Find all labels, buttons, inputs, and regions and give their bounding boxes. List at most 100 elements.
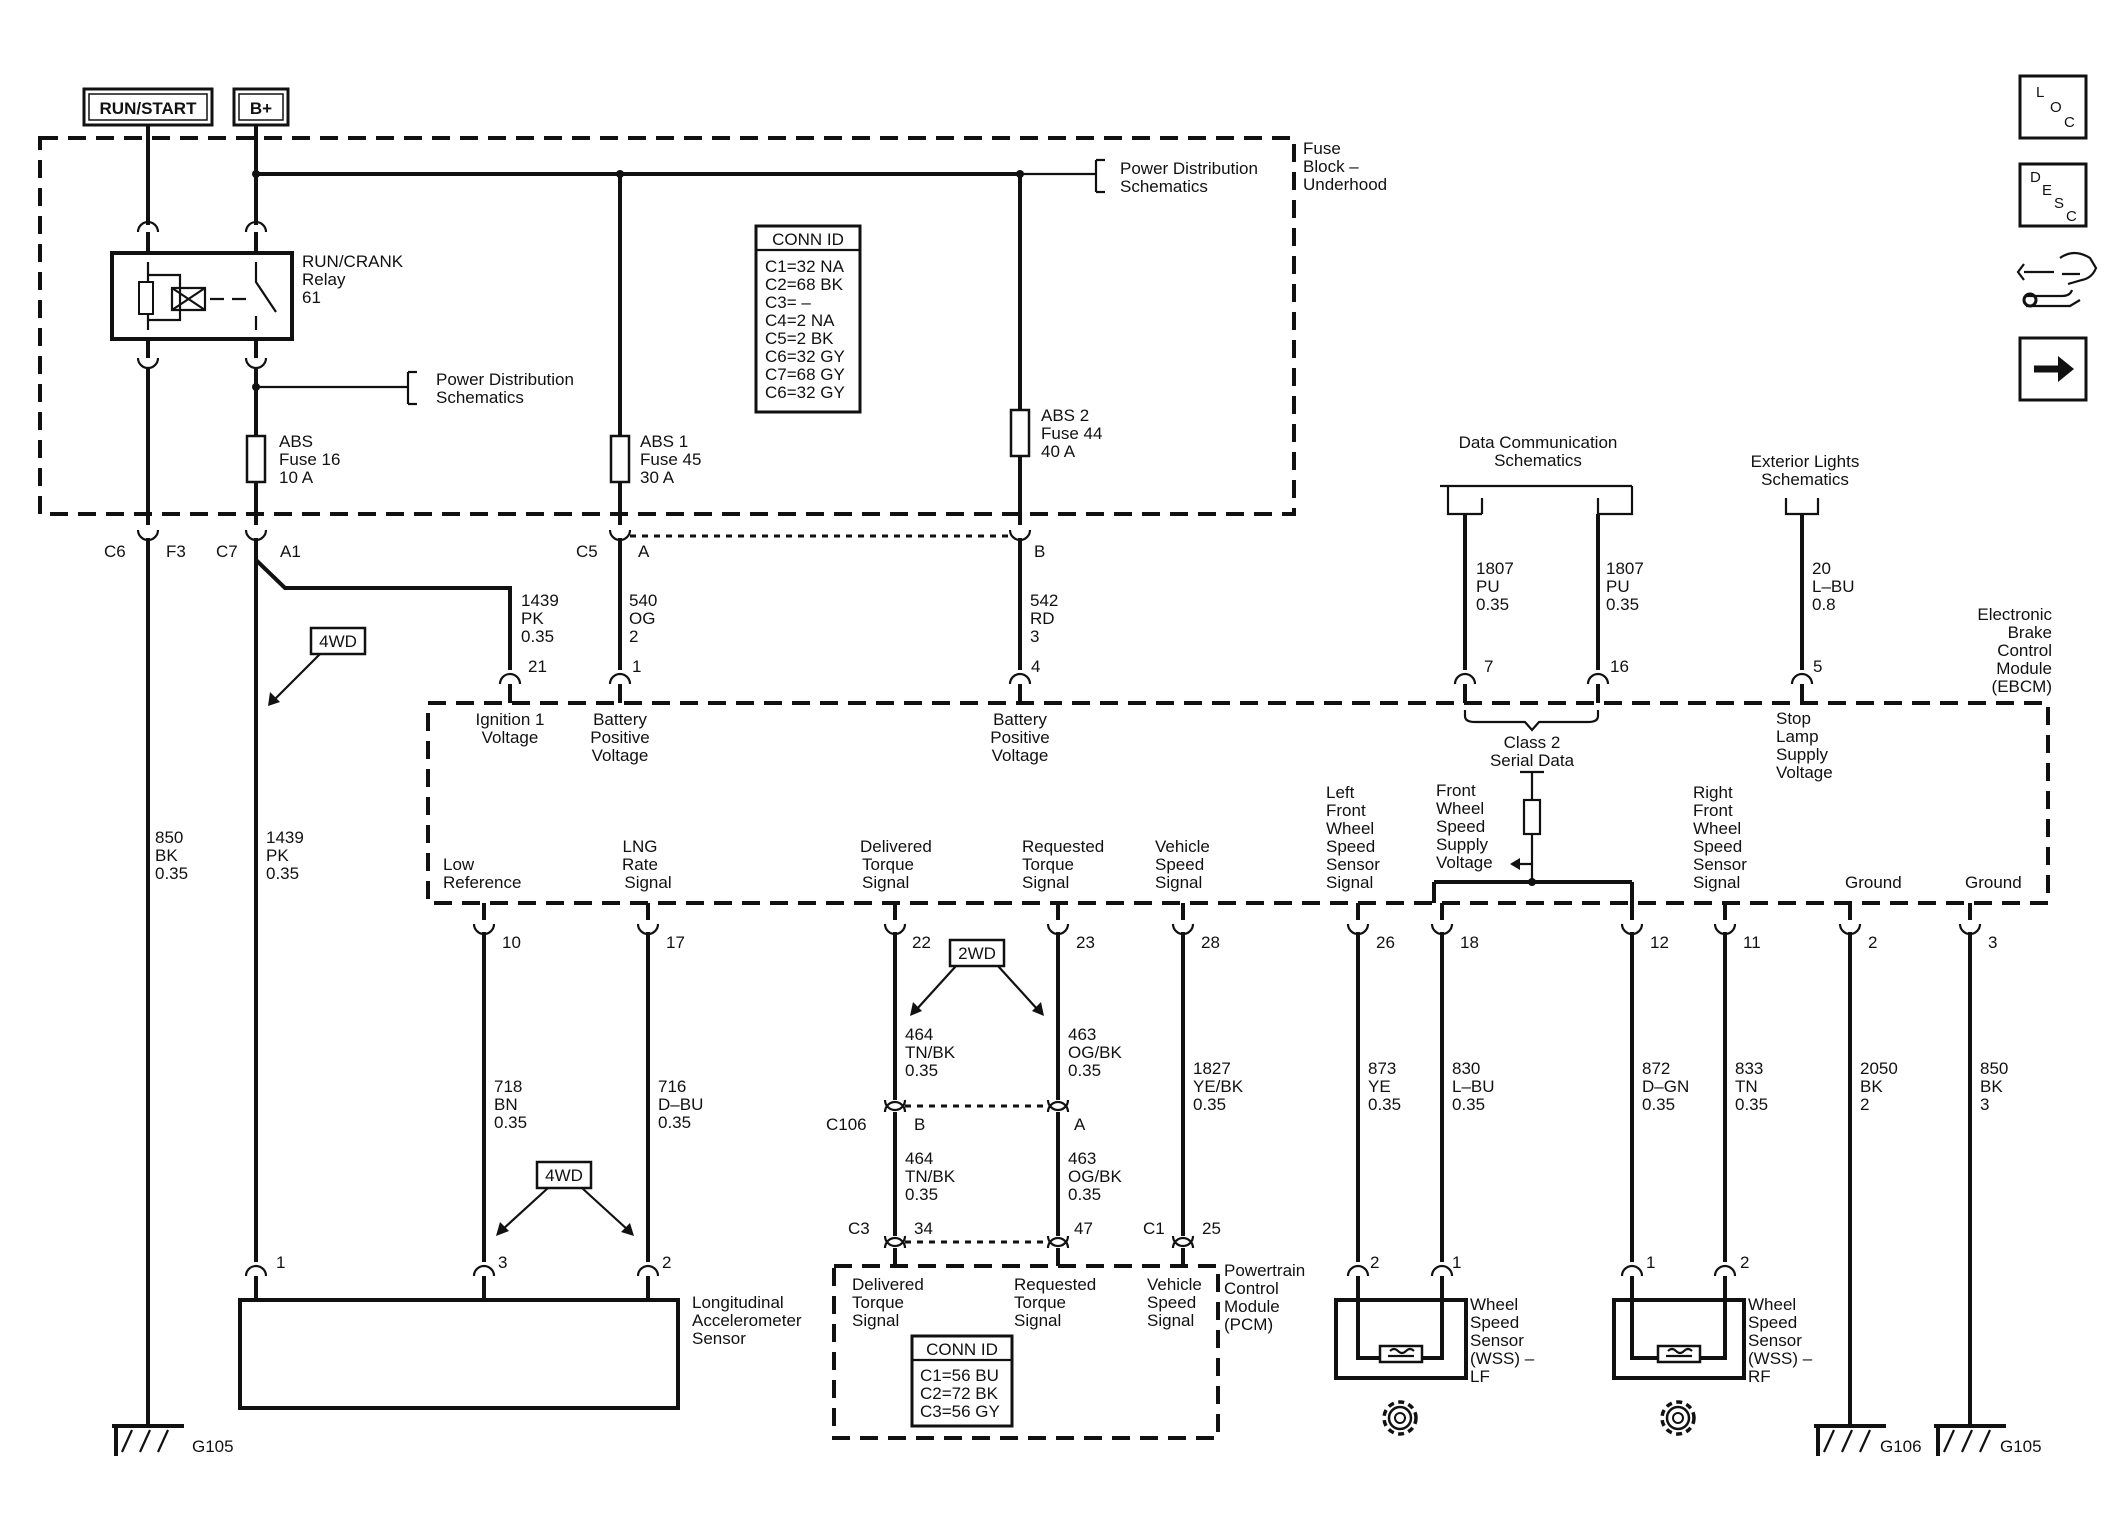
svg-text:Wheel: Wheel [1326,819,1374,838]
ebcm-battery-2: Battery Positive Voltage [990,710,1050,765]
svg-text:Sensor: Sensor [1470,1331,1524,1350]
svg-text:Voltage: Voltage [1776,763,1833,782]
ebcm-bottom-pins: 10 17 22 23 28 26 18 12 11 2 3 [472,903,1997,952]
svg-text:Sensor: Sensor [1748,1331,1802,1350]
svg-text:Front: Front [1436,781,1476,800]
svg-text:0.35: 0.35 [905,1185,938,1204]
wire-label-873: 873 YE 0.35 [1368,1059,1401,1114]
svg-text:Schematics: Schematics [1494,451,1582,470]
wire-label-464-a: 464 TN/BK 0.35 [905,1025,956,1080]
svg-text:Electronic: Electronic [1977,605,2052,624]
svg-text:Sensor: Sensor [692,1329,746,1348]
svg-text:1807: 1807 [1606,559,1644,578]
svg-text:Delivered: Delivered [860,837,932,856]
svg-text:Underhood: Underhood [1303,175,1387,194]
svg-text:30 A: 30 A [640,468,675,487]
svg-text:Power Distribution: Power Distribution [436,370,574,389]
svg-text:Signal: Signal [1022,873,1069,892]
svg-text:Signal: Signal [862,873,909,892]
svg-text:A: A [1074,1115,1086,1134]
svg-text:L: L [2036,84,2044,101]
svg-text:2: 2 [662,1253,671,1272]
svg-text:463: 463 [1068,1149,1096,1168]
svg-text:Low: Low [443,855,475,874]
ebcm-lf-wss-signal: Left Front Wheel Speed Sensor Signal [1326,783,1380,892]
svg-text:Signal: Signal [1693,873,1740,892]
pcm-conn-id: CONN ID C1=56 BU C2=72 BK C3=56 GY [910,1334,1014,1428]
svg-text:Supply: Supply [1436,835,1488,854]
svg-text:C: C [2066,208,2077,225]
svg-text:18: 18 [1460,933,1479,952]
svg-text:850: 850 [1980,1059,2008,1078]
ground-g106: G106 [1814,1424,1922,1456]
svg-text:Longitudinal: Longitudinal [692,1293,784,1312]
svg-text:Control: Control [1224,1279,1279,1298]
ebcm-ignition-voltage: Ignition 1 Voltage [476,710,545,747]
pcm-outline [832,1264,1220,1440]
ebcm-outline [426,701,2050,905]
svg-text:Reference: Reference [443,873,521,892]
svg-text:G106: G106 [1880,1437,1922,1456]
svg-text:40 A: 40 A [1041,442,1076,461]
ebcm-ground-1: Ground [1845,873,1902,892]
svg-text:TN: TN [1735,1077,1758,1096]
svg-text:1: 1 [632,657,641,676]
svg-text:Lamp: Lamp [1776,727,1819,746]
desc-button[interactable]: D E S C [2018,162,2088,228]
ebcm-front-wss-supply: Front Wheel Speed Supply Voltage [1436,781,1493,872]
svg-text:2050: 2050 [1860,1059,1898,1078]
svg-text:C2=68 BK: C2=68 BK [765,275,844,294]
svg-text:B: B [1034,542,1045,561]
svg-text:Fuse 45: Fuse 45 [640,450,701,469]
svg-text:Front: Front [1693,801,1733,820]
wire-label-1807-b: 1807 PU 0.35 [1606,559,1644,614]
svg-text:10: 10 [502,933,521,952]
svg-text:463: 463 [1068,1025,1096,1044]
svg-text:B+: B+ [250,99,272,118]
ebcm-requested-torque: Requested Torque Signal [1022,837,1104,892]
svg-text:1439: 1439 [266,828,304,847]
svg-text:C5=2 BK: C5=2 BK [765,329,834,348]
run-crank-relay: RUN/CRANK Relay 61 [110,232,404,358]
svg-text:Battery: Battery [993,710,1047,729]
fuse-block-outline [38,136,1296,516]
svg-text:28: 28 [1201,933,1220,952]
svg-text:2: 2 [1370,1253,1379,1272]
power-dist-ref-top [1020,158,1105,194]
wire-label-542: 542 RD 3 [1030,591,1058,646]
data-comm-schematics-ref: Data Communication Schematics [1440,433,1634,670]
ebcm-delivered-torque: Delivered Torque Signal [860,837,932,892]
ebcm-low-reference: Low Reference [443,855,521,892]
svg-text:872: 872 [1642,1059,1670,1078]
svg-text:Fuse 44: Fuse 44 [1041,424,1102,443]
next-arrow-icon[interactable] [2018,336,2088,402]
svg-text:Positive: Positive [590,728,650,747]
badge-4wd-top: 4WD [268,626,367,706]
svg-text:D–GN: D–GN [1642,1077,1689,1096]
svg-text:TN/BK: TN/BK [905,1167,956,1186]
svg-text:11: 11 [1743,933,1761,952]
svg-text:Speed: Speed [1693,837,1742,856]
svg-text:Delivered: Delivered [852,1275,924,1294]
svg-text:C106: C106 [826,1115,867,1134]
ebcm-rf-wss-signal: Right Front Wheel Speed Sensor Signal [1693,783,1747,892]
gear-icon [1382,1400,1418,1436]
fuse-abs2-44: ABS 2 Fuse 44 40 A [1009,174,1102,525]
svg-text:20: 20 [1812,559,1831,578]
svg-text:Battery: Battery [593,710,647,729]
svg-text:YE: YE [1368,1077,1391,1096]
svg-text:5: 5 [1813,657,1822,676]
svg-text:Schematics: Schematics [436,388,524,407]
svg-text:Module: Module [1996,659,2052,678]
service-procedure-icon[interactable] [2016,251,2098,308]
svg-text:G105: G105 [192,1437,234,1456]
svg-text:0.35: 0.35 [155,864,188,883]
fuse-block-conn-id: CONN ID C1=32 NA C2=68 BK C3= – C4=2 NA … [754,224,862,414]
svg-text:10 A: 10 A [279,468,314,487]
svg-text:3: 3 [1988,933,1997,952]
svg-text:(WSS) –: (WSS) – [1748,1349,1813,1368]
svg-text:Sensor: Sensor [1326,855,1380,874]
svg-text:Front: Front [1326,801,1366,820]
loc-button[interactable]: L O C [2018,74,2088,140]
badge-2wd: 2WD [910,938,1044,1016]
